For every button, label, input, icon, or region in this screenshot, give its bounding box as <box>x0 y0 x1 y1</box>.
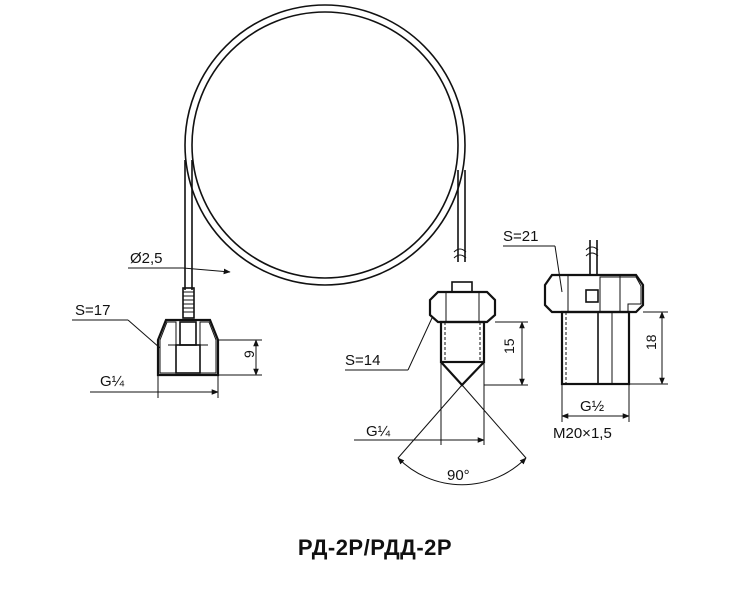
right-wrench-size-label: S=21 <box>503 228 538 245</box>
middle-height-label: 15 <box>501 338 517 354</box>
left-wrench-size-label: S=17 <box>75 302 110 319</box>
middle-wrench-size-label: S=14 <box>345 352 380 369</box>
left-fitting <box>72 267 262 398</box>
capillary-right-leg <box>453 170 467 262</box>
left-tube-diameter-label: Ø2,5 <box>130 250 163 267</box>
right-fitting <box>503 240 668 422</box>
left-height-label: 9 <box>241 350 257 358</box>
left-thread-label: G¼ <box>100 373 125 390</box>
capillary-coil <box>184 4 466 286</box>
drawing-caption: РД-2Р/РДД-2Р <box>297 535 453 560</box>
right-height-label: 18 <box>643 334 659 350</box>
middle-fitting <box>345 281 528 486</box>
middle-angle-label: 90° <box>447 467 470 484</box>
middle-thread-label: G¼ <box>366 423 391 440</box>
right-alt-thread-label: M20×1,5 <box>553 425 612 442</box>
right-thread-label: G½ <box>580 398 605 415</box>
